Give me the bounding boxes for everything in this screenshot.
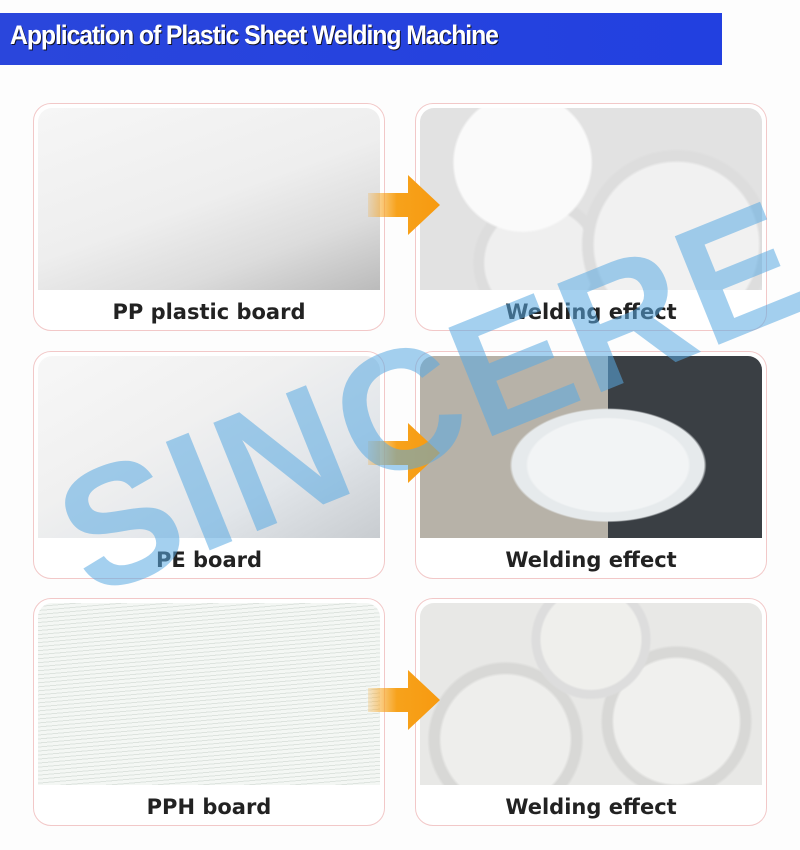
- pph-board-photo: [38, 603, 380, 785]
- result-card-pp: Welding effect: [415, 103, 767, 331]
- result-card-pe: Welding effect: [415, 351, 767, 579]
- arrow-right-icon: [368, 175, 440, 235]
- result-label: Welding effect: [505, 548, 677, 572]
- material-card-pp: PP plastic board: [33, 103, 385, 331]
- material-label: PP plastic board: [112, 300, 306, 324]
- material-label: PE board: [155, 548, 263, 572]
- material-card-pph: PPH board: [33, 598, 385, 826]
- welded-pipes-photo: [420, 108, 762, 290]
- result-card-pph: Welding effect: [415, 598, 767, 826]
- welded-pipes-photo: [420, 603, 762, 785]
- material-card-pe: PE board: [33, 351, 385, 579]
- pp-board-photo: [38, 108, 380, 290]
- result-label: Welding effect: [505, 300, 677, 324]
- arrow-right-icon: [368, 670, 440, 730]
- material-label: PPH board: [146, 795, 272, 819]
- arrow-right-icon: [368, 423, 440, 483]
- pe-board-photo: [38, 356, 380, 538]
- title-banner: Application of Plastic Sheet Welding Mac…: [0, 13, 722, 65]
- welded-pipe-photo: [420, 356, 762, 538]
- result-label: Welding effect: [505, 795, 677, 819]
- page-title: Application of Plastic Sheet Welding Mac…: [10, 20, 499, 50]
